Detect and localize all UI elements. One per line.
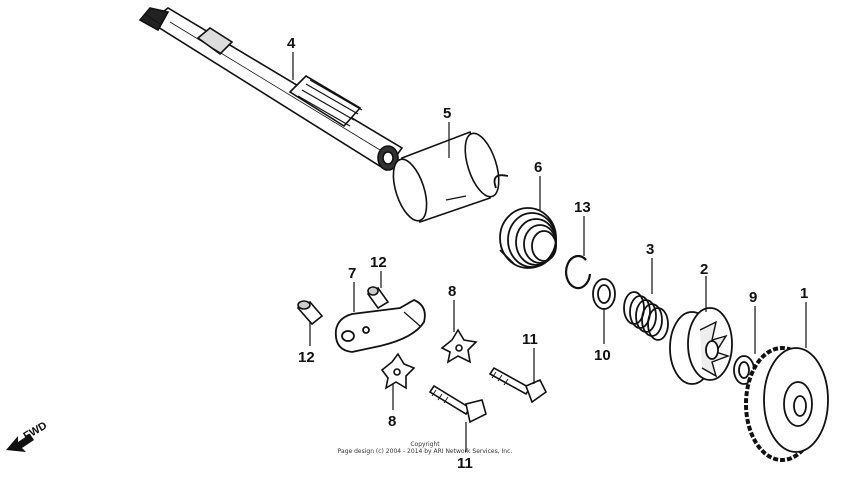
part-10-washer[interactable] xyxy=(592,278,616,310)
callout-7: 7 xyxy=(348,265,356,282)
part-1-kick-starter-gear[interactable] xyxy=(744,346,829,462)
copyright-line-1: Copyright xyxy=(410,441,440,448)
callout-11-lower: 11 xyxy=(457,455,473,472)
callout-labels: 1 2 3 4 5 6 7 8 8 9 10 11 11 12 12 13 xyxy=(287,35,808,472)
part-12-dowel-pin-lower[interactable] xyxy=(296,300,324,326)
part-3-ratchet-spring[interactable] xyxy=(623,291,669,341)
callout-12-lower: 12 xyxy=(298,349,315,366)
part-8-star-washer-lower[interactable] xyxy=(380,352,416,390)
callout-11-upper: 11 xyxy=(522,331,538,348)
part-8-star-washer-upper[interactable] xyxy=(440,328,478,364)
fwd-label: FWD xyxy=(22,420,50,443)
part-4-kickstarter-spindle[interactable] xyxy=(138,7,404,172)
fwd-arrow-icon xyxy=(6,434,34,452)
callout-6: 6 xyxy=(534,159,542,176)
callout-2: 2 xyxy=(700,261,708,278)
callout-9: 9 xyxy=(749,289,757,306)
callout-4: 4 xyxy=(287,35,296,52)
part-12-dowel-pin-upper[interactable] xyxy=(366,286,390,310)
callout-13: 13 xyxy=(574,199,591,216)
part-7-starter-pinion-arm[interactable] xyxy=(334,298,426,353)
leader-lines xyxy=(292,52,807,452)
callout-8-lower: 8 xyxy=(388,413,396,430)
part-5-spindle-collar[interactable] xyxy=(387,129,506,224)
part-13-snap-ring[interactable] xyxy=(565,255,592,290)
callout-1: 1 xyxy=(800,285,808,302)
callout-12-upper: 12 xyxy=(370,254,387,271)
callout-5: 5 xyxy=(443,105,451,122)
fwd-indicator: FWD xyxy=(6,420,49,452)
callout-3: 3 xyxy=(646,241,654,258)
part-11-bolt-upper[interactable] xyxy=(488,366,548,404)
callout-8-upper: 8 xyxy=(448,283,456,300)
part-6-kick-spring[interactable] xyxy=(493,174,557,269)
part-11-bolt-lower[interactable] xyxy=(428,384,487,424)
copyright-line-2: Page design (c) 2004 - 2014 by ARI Netwo… xyxy=(337,448,513,455)
copyright-notice: Copyright Page design (c) 2004 - 2014 by… xyxy=(300,441,550,455)
callout-10: 10 xyxy=(594,347,611,364)
part-2-ratchet[interactable] xyxy=(669,307,733,385)
